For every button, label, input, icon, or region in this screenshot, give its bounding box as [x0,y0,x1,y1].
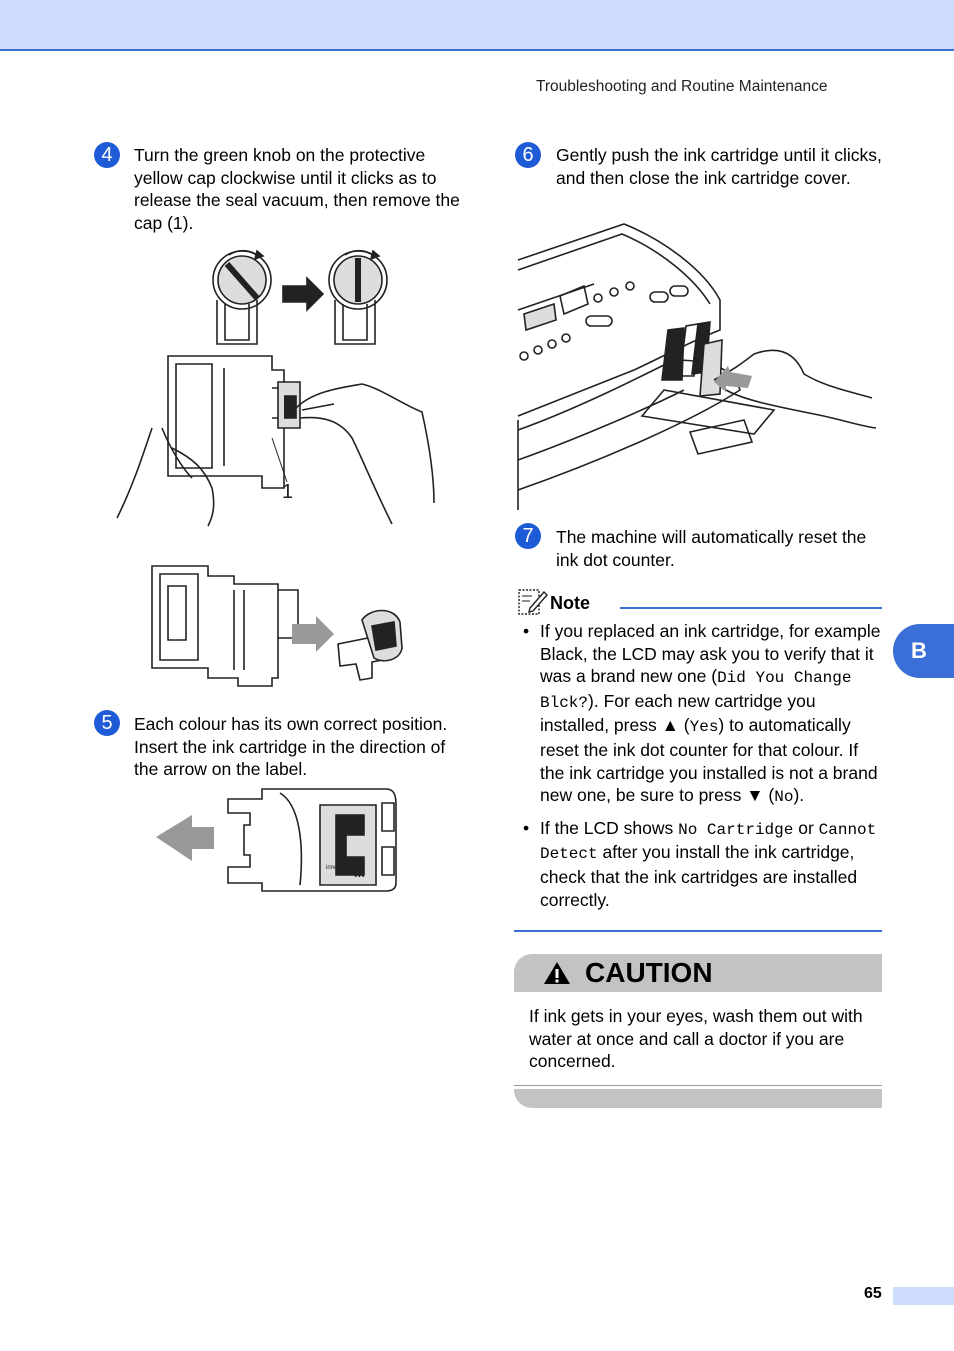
page-number-bar [893,1287,954,1305]
caution-text: If ink gets in your eyes, wash them out … [529,1006,863,1072]
step-5-number: 5 [94,710,120,736]
step-4-text: Turn the green knob on the protective ye… [134,145,460,233]
cartridge-direction-illustration: M innobella [156,788,397,892]
no-option-text: No [774,788,794,807]
cartridge-letter: M [354,865,365,880]
caution-title: CAUTION [585,957,713,988]
note-divider-top [620,607,882,609]
note-bullet-2: •If the LCD shows No Cartridge or Cannot… [523,817,877,910]
page-number: 65 [864,1285,882,1302]
step-5-text: Each colour has its own correct position… [134,714,448,780]
step-7-text: The machine will automatically reset the… [556,527,867,570]
lcd-msg-no-cartridge: No Cartridge [678,820,794,839]
cap-knob-illustration [212,249,388,345]
note-bullet-list: •If you replaced an ink cartridge, for e… [520,620,882,919]
note-divider-bottom [514,930,882,932]
printer-cartridge-illustration [517,223,877,510]
caution-divider [514,1085,882,1086]
caution-header-bar [514,954,882,992]
remove-cap-illustration: 1 [116,355,435,527]
note-pencil-icon [518,589,548,615]
cap-callout-label: 1 [282,481,293,503]
lcd-msg-cannot-detect: Cannot Detect [540,820,877,864]
chapter-tab: B [893,624,954,678]
lcd-prompt-text: Did You Change Blck? [540,669,852,712]
cartridge-brand: innobella [326,865,351,871]
step-6-number: 6 [515,142,541,168]
cartridge-cap-removed-illustration [151,565,403,687]
running-header: Troubleshooting and Routine Maintenance [536,78,828,95]
top-bar [0,0,954,51]
step-4-number: 4 [94,142,120,168]
step-6-text: Gently push the ink cartridge until it c… [556,145,882,188]
note-bullet-1: •If you replaced an ink cartridge, for e… [523,621,881,807]
note-title: Note [550,593,590,613]
caution-footer-bar [514,1089,882,1108]
yes-option-text: Yes [689,718,719,737]
warning-triangle-icon [544,962,570,984]
step-7-number: 7 [515,523,541,549]
